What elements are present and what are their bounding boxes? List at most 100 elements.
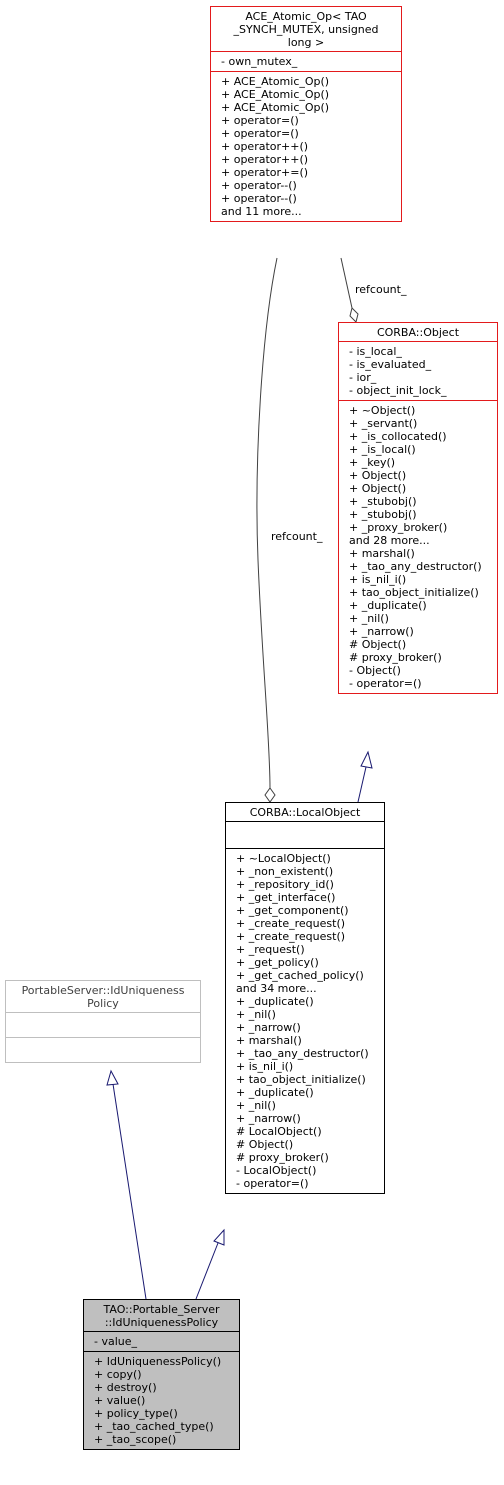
method-item: + _get_cached_policy() (236, 969, 364, 982)
more-methods-link[interactable]: and 34 more... (236, 982, 317, 995)
method-item: + _key() (349, 456, 396, 469)
method-item: + ~Object() (349, 404, 416, 417)
method-item: + Object() (349, 482, 407, 495)
refcount-edge-to-object (340, 257, 353, 309)
method-item: + copy() (94, 1368, 142, 1381)
method-item: # proxy_broker() (349, 651, 442, 664)
method-item: + marshal() (236, 1034, 302, 1047)
title-line: ::IdUniquenessPolicy (104, 1316, 219, 1329)
composition-diamond-object (349, 307, 359, 323)
class-title: CORBA::LocalObject (226, 803, 384, 821)
method-item: + is_nil_i() (349, 573, 407, 586)
method-item: + _servant() (349, 417, 418, 430)
method-item: + value() (94, 1394, 146, 1407)
method-item: + _repository_id() (236, 878, 334, 891)
inherit-edge-tao-idupolicy (112, 1083, 147, 1300)
title-line: _SYNCH_MUTEX, unsigned (233, 23, 379, 36)
method-item: + _narrow() (236, 1021, 301, 1034)
class-title: ACE_Atomic_Op< TAO _SYNCH_MUTEX, unsigne… (211, 7, 401, 51)
attribute-item: - is_local_ (349, 345, 402, 358)
methods-section: + IdUniquenessPolicy() + copy() + destro… (84, 1351, 239, 1449)
composition-diamond-localobject (264, 787, 276, 803)
more-methods-link[interactable]: and 11 more... (221, 205, 302, 218)
method-item: # proxy_broker() (236, 1151, 329, 1164)
method-item: + _get_policy() (236, 956, 319, 969)
method-item: + _is_local() (349, 443, 416, 456)
refcount-edge-to-localobject (256, 257, 278, 789)
method-item: - LocalObject() (236, 1164, 317, 1177)
attribute-item: - ior_ (349, 371, 377, 384)
inherit-arrow-idupolicy (106, 1069, 119, 1086)
methods-section-empty (6, 1037, 200, 1062)
method-item: + _create_request() (236, 917, 346, 930)
methods-section: + ~Object() + _servant() + _is_collocate… (339, 400, 497, 693)
title-line: ACE_Atomic_Op< TAO (245, 10, 367, 23)
method-item: + _tao_any_destructor() (349, 560, 482, 573)
method-item: + operator=() (221, 127, 299, 140)
class-title: CORBA::Object (339, 323, 497, 341)
inherit-arrow-object (360, 750, 373, 769)
method-item: + _tao_scope() (94, 1433, 177, 1446)
method-item: + operator+=() (221, 166, 309, 179)
method-item: + _request() (236, 943, 305, 956)
method-item: # LocalObject() (236, 1125, 322, 1138)
method-item: + tao_object_initialize() (236, 1073, 366, 1086)
method-item: + _get_component() (236, 904, 349, 917)
method-item: # Object() (349, 638, 407, 651)
class-title: TAO::Portable_Server ::IdUniquenessPolic… (84, 1300, 239, 1331)
method-item: + _narrow() (236, 1112, 301, 1125)
attribute-item: - is_evaluated_ (349, 358, 432, 371)
method-item: + marshal() (349, 547, 415, 560)
more-methods-link[interactable]: and 28 more... (349, 534, 430, 547)
methods-section: + ~LocalObject() + _non_existent() + _re… (226, 848, 384, 1193)
attributes-section: - is_local_ - is_evaluated_ - ior_ - obj… (339, 341, 497, 400)
methods-section: + ACE_Atomic_Op() + ACE_Atomic_Op() + AC… (211, 71, 401, 221)
method-item: + _nil() (349, 612, 389, 625)
attributes-section-empty (226, 821, 384, 848)
refcount-label-lower: refcount_ (271, 530, 323, 543)
method-item: + operator--() (221, 192, 297, 205)
method-item: + destroy() (94, 1381, 157, 1394)
method-item: + operator--() (221, 179, 297, 192)
method-item: + _tao_any_destructor() (236, 1047, 369, 1060)
attribute-item: - object_init_lock_ (349, 384, 447, 397)
method-item: + _duplicate() (349, 599, 427, 612)
title-line: TAO::Portable_Server (103, 1303, 220, 1316)
method-item: + _duplicate() (236, 995, 314, 1008)
method-item: + _stubobj() (349, 508, 417, 521)
method-item: + _nil() (236, 1008, 276, 1021)
class-node-corba-object[interactable]: CORBA::Object - is_local_ - is_evaluated… (338, 322, 498, 694)
attribute-item: - own_mutex_ (221, 55, 298, 68)
method-item: + is_nil_i() (236, 1060, 294, 1073)
method-item: + _is_collocated() (349, 430, 447, 443)
method-item: + ~LocalObject() (236, 852, 331, 865)
method-item: + policy_type() (94, 1407, 178, 1420)
attributes-section: - value_ (84, 1331, 239, 1351)
class-title: PortableServer::IdUniqueness Policy (6, 981, 200, 1012)
title-line: CORBA::LocalObject (249, 806, 361, 819)
method-item: + ACE_Atomic_Op() (221, 101, 330, 114)
class-node-portableserver-iduniquenesspolicy[interactable]: PortableServer::IdUniqueness Policy (5, 980, 201, 1063)
method-item: + IdUniquenessPolicy() (94, 1355, 222, 1368)
method-item: + tao_object_initialize() (349, 586, 479, 599)
title-line: CORBA::Object (376, 326, 460, 339)
method-item: # Object() (236, 1138, 294, 1151)
title-line: long > (287, 36, 325, 49)
title-line: Policy (87, 997, 119, 1010)
method-item: + ACE_Atomic_Op() (221, 75, 330, 88)
method-item: + operator++() (221, 153, 309, 166)
method-item: + _create_request() (236, 930, 346, 943)
method-item: - operator=() (236, 1177, 309, 1190)
method-item: + operator++() (221, 140, 309, 153)
method-item: + _nil() (236, 1099, 276, 1112)
title-line: PortableServer::IdUniqueness (21, 984, 185, 997)
method-item: + Object() (349, 469, 407, 482)
method-item: + _get_interface() (236, 891, 336, 904)
attributes-section-empty (6, 1012, 200, 1037)
method-item: - operator=() (349, 677, 422, 690)
class-node-ace-atomic-op[interactable]: ACE_Atomic_Op< TAO _SYNCH_MUTEX, unsigne… (210, 6, 402, 222)
method-item: + _non_existent() (236, 865, 334, 878)
class-node-corba-localobject[interactable]: CORBA::LocalObject + ~LocalObject() + _n… (225, 802, 385, 1194)
class-node-tao-iduniquenesspolicy[interactable]: TAO::Portable_Server ::IdUniquenessPolic… (83, 1299, 240, 1450)
